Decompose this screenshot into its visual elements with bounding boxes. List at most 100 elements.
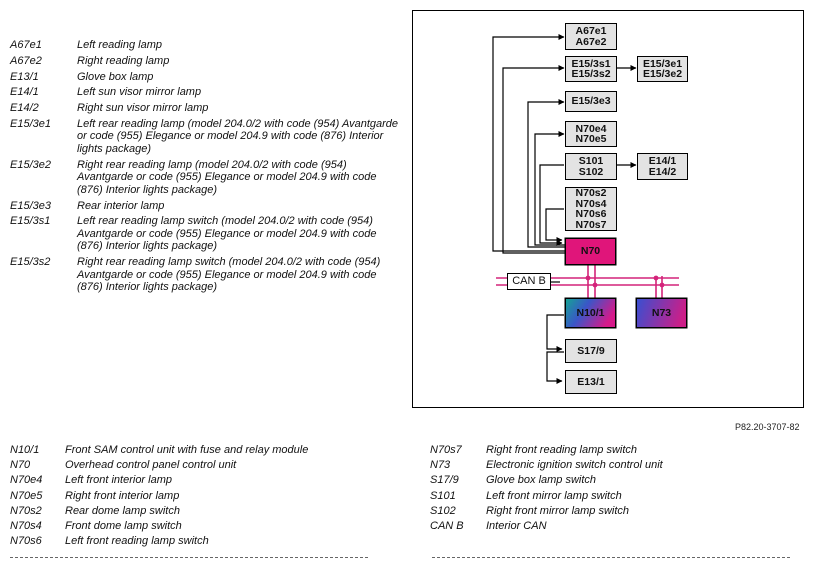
legend-code: N70s7 (430, 444, 462, 456)
legend-description: Left front interior lamp (65, 474, 172, 487)
legend-code: S102 (430, 504, 456, 517)
legend-entry: E15/3s2 Right rear reading lamp switch (m… (10, 256, 405, 294)
legend-code: E15/3s2 (10, 256, 51, 269)
legend-code: S17/9 (430, 474, 459, 487)
box-s179: S17/9 (565, 339, 617, 363)
line-n70-n70e (534, 131, 571, 246)
legend-entry: E14/1 Left sun visor mirror lamp (10, 86, 405, 99)
legend-entry: E15/3e1 Left rear reading lamp (model 204… (10, 118, 405, 156)
line-n70-e153s (502, 65, 571, 254)
legend-code: N70s6 (10, 535, 42, 548)
legend-bottom-left: N10/1 Front SAM control unit with fuse an… (10, 444, 380, 550)
legend-entry: N70s2 Rear dome lamp switch (10, 505, 380, 518)
legend-code: N70e5 (10, 489, 43, 502)
legend-description: Interior CAN (486, 519, 547, 532)
legend-description: Right front mirror lamp switch (486, 504, 630, 517)
legend-entry: S101 Left front mirror lamp switch (430, 490, 800, 503)
legend-entry: N10/1 Front SAM control unit with fuse an… (10, 444, 380, 457)
legend-description: Front SAM control unit with fuse and rel… (65, 444, 309, 456)
legend-description: Glove box lamp (77, 70, 154, 83)
line-n101-s179 (546, 314, 564, 352)
legend-entry: S17/9 Glove box lamp switch (430, 474, 800, 487)
legend-code: E14/1 (10, 86, 39, 99)
legend-description: Left front reading lamp switch (65, 535, 209, 548)
legend-code: N10/1 (10, 444, 40, 456)
line-n70-a67 (492, 34, 571, 252)
legend-entry: N70s7 Right front reading lamp switch (430, 444, 800, 457)
box-e131: E13/1 (565, 370, 617, 394)
legend-description: Right front reading lamp switch (486, 444, 638, 456)
wiring-diagram-frame (412, 10, 804, 408)
legend-description: Front dome lamp switch (65, 519, 182, 532)
legend-description: Right sun visor mirror lamp (77, 102, 209, 115)
legend-description: Glove box lamp switch (486, 474, 597, 487)
box-canb: CAN B (507, 273, 551, 290)
legend-entry: E13/1 Glove box lamp (10, 71, 405, 84)
legend-description: Left sun visor mirror lamp (77, 86, 202, 99)
legend-code: N70s4 (10, 519, 42, 532)
legend-entry: N70s4 Front dome lamp switch (10, 520, 380, 533)
legend-entry: E15/3e3 Rear interior lamp (10, 200, 405, 213)
legend-description: Right rear reading lamp (model 204.0/2 w… (77, 158, 377, 196)
legend-code: A67e1 (10, 39, 42, 51)
legend-entry: E14/2 Right sun visor mirror lamp (10, 102, 405, 115)
legend-entry: N70 Overhead control panel control unit (10, 459, 380, 472)
legend-description: Left front mirror lamp switch (486, 489, 622, 502)
legend-entry: N73 Electronic ignition switch control un… (430, 459, 800, 472)
legend-entry: A67e1 Left reading lamp (10, 39, 405, 52)
line-s179-e131 (546, 351, 564, 384)
legend-description: Left rear reading lamp (model 204.0/2 wi… (77, 117, 399, 155)
divider-right (432, 557, 790, 558)
legend-code: E15/3e2 (10, 158, 51, 171)
legend-description: Left reading lamp (77, 39, 162, 51)
can-bus-dots (585, 275, 665, 288)
legend-code: S101 (430, 489, 456, 502)
box-n73: N73 (636, 298, 687, 328)
legend-description: Right reading lamp (77, 54, 170, 67)
legend-code: E13/1 (10, 70, 39, 83)
legend-description: Left rear reading lamp switch (model 204… (77, 215, 377, 253)
legend-description: Right front interior lamp (65, 489, 180, 502)
legend-code: CAN B (430, 519, 464, 532)
legend-description: Overhead control panel control unit (65, 459, 237, 472)
box-n70: N70 (565, 238, 616, 265)
box-n101: N10/1 (565, 298, 616, 328)
legend-entry: E15/3e2 Right rear reading lamp (model 20… (10, 159, 405, 197)
line-n70-e153e3 (527, 99, 571, 248)
divider-left (10, 557, 368, 558)
legend-description: Electronic ignition switch control unit (486, 459, 663, 472)
legend-code: N70s2 (10, 504, 42, 517)
legend-entry: N70s6 Left front reading lamp switch (10, 535, 380, 548)
figure-reference: P82.20-3707-82 (735, 422, 800, 432)
line-n70s-n70 (545, 208, 564, 243)
legend-entry: S102 Right front mirror lamp switch (430, 505, 800, 518)
legend-code: N73 (430, 459, 451, 472)
legend-code: E15/3s1 (10, 215, 51, 228)
box-e153e3: E15/3e3 (565, 91, 617, 112)
legend-code: E14/2 (10, 102, 39, 115)
legend-entry: CAN B Interior CAN (430, 520, 800, 533)
legend-entry: N70e5 Right front interior lamp (10, 490, 380, 503)
legend-code: N70 (10, 459, 31, 472)
legend-description: Right rear reading lamp switch (model 20… (77, 256, 381, 294)
line-s101-n70 (539, 164, 564, 246)
legend-description: Rear dome lamp switch (65, 504, 180, 517)
legend-entry: E15/3s1 Left rear reading lamp switch (mo… (10, 215, 405, 253)
legend-code: N70e4 (10, 474, 43, 487)
legend-entry: A67e2 Right reading lamp (10, 55, 405, 68)
legend-description: Rear interior lamp (77, 199, 165, 212)
legend-code: A67e2 (10, 54, 42, 67)
legend-code: E15/3e3 (10, 199, 51, 212)
legend-code: E15/3e1 (10, 117, 51, 130)
legend-entry: N70e4 Left front interior lamp (10, 474, 380, 487)
